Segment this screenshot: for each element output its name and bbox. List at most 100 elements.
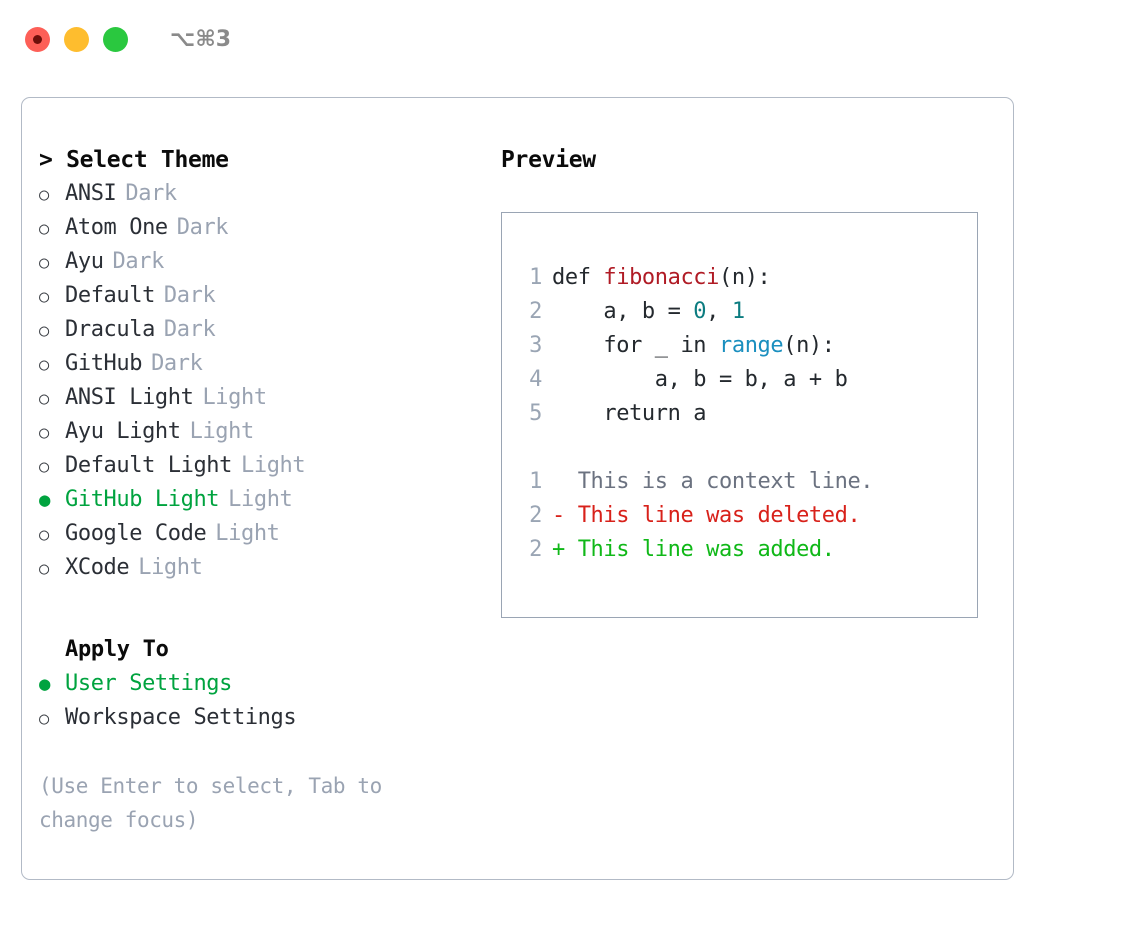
theme-option[interactable]: ○ Google Code Light [39, 517, 479, 551]
keyboard-shortcut-label: ⌥⌘3 [170, 26, 232, 52]
code-token-plain: a, b = b, a + b [552, 367, 848, 392]
radio-unselected-icon: ○ [39, 355, 49, 375]
apply-to-option[interactable]: ● User Settings [39, 667, 479, 701]
code-token-plain: def [552, 265, 604, 290]
code-token-function: fibonacci [603, 265, 719, 290]
theme-option-category: Light [138, 555, 203, 580]
code-line-number: 1 [529, 265, 542, 290]
radio-unselected-icon: ○ [39, 287, 49, 307]
radio-selected-icon: ● [39, 489, 51, 511]
select-theme-heading: > Select Theme [39, 147, 229, 173]
radio-unselected-icon: ○ [39, 185, 49, 205]
diff-marker: + [552, 537, 578, 562]
theme-option-label: GitHub Light [65, 487, 220, 512]
diff-text: This is a context line. [577, 469, 874, 494]
radio-unselected-icon: ○ [39, 389, 49, 409]
theme-option[interactable]: ○ Ayu Light Light [39, 415, 479, 449]
theme-option[interactable]: ○ ANSI Dark [39, 177, 479, 211]
theme-option-label: Ayu Light [65, 419, 181, 444]
theme-option-label: ANSI Light [65, 385, 194, 410]
radio-unselected-icon: ○ [39, 321, 49, 341]
theme-option-label: Google Code [65, 521, 207, 546]
radio-unselected-icon: ○ [39, 525, 49, 545]
radio-unselected-icon: ○ [39, 423, 49, 443]
code-line-number: 5 [529, 401, 542, 426]
theme-option-label: Atom One [65, 215, 168, 240]
theme-option-category: Light [215, 521, 280, 546]
theme-option[interactable]: ○ Atom One Dark [39, 211, 479, 245]
code-line-number: 3 [529, 333, 542, 358]
theme-option[interactable]: ○ GitHub Dark [39, 347, 479, 381]
keyboard-hint-text: (Use Enter to select, Tab to change focu… [39, 774, 382, 832]
theme-option-label: Dracula [65, 317, 155, 342]
theme-option-category: Dark [112, 249, 165, 274]
theme-option[interactable]: ● GitHub Light Light [39, 483, 479, 517]
theme-option-category: Dark [176, 215, 229, 240]
radio-unselected-icon: ○ [39, 219, 49, 239]
theme-option-category: Dark [163, 283, 216, 308]
radio-selected-icon: ● [39, 673, 51, 695]
theme-option-label: Default [65, 283, 155, 308]
maximize-button-icon[interactable] [103, 26, 128, 52]
code-diff-spacer [516, 431, 977, 465]
code-line: 3 for _ in range(n): [516, 329, 977, 363]
theme-option-label: ANSI [65, 181, 117, 206]
preview-heading: Preview [501, 147, 596, 173]
code-token-plain: (n): [719, 265, 771, 290]
code-line-number: 4 [529, 367, 542, 392]
theme-option-category: Light [202, 385, 267, 410]
theme-option-label: Ayu [65, 249, 104, 274]
theme-option[interactable]: ○ Default Light Light [39, 449, 479, 483]
code-line: 5 return a [516, 397, 977, 431]
diff-marker [552, 465, 578, 499]
theme-option-label: GitHub [65, 351, 143, 376]
code-line: 1 def fibonacci(n): [516, 261, 977, 295]
code-line: 2 a, b = 0, 1 [516, 295, 977, 329]
code-token-plain: a, b = [552, 299, 694, 324]
theme-option[interactable]: ○ Default Dark [39, 279, 479, 313]
diff-line-number: 2 [529, 537, 542, 562]
code-line: 4 a, b = b, a + b [516, 363, 977, 397]
apply-to-option[interactable]: ○Workspace Settings [39, 701, 479, 735]
diff-line-added: 2+ This line was added. [516, 533, 977, 567]
diff-line-number: 2 [529, 503, 542, 528]
theme-option-category: Dark [125, 181, 177, 206]
diff-sample: 1 This is a context line. 2- This line wa… [516, 465, 977, 567]
code-token-builtin: range [719, 333, 784, 358]
close-button-icon[interactable] [25, 26, 50, 52]
theme-option-category: Light [241, 453, 306, 478]
theme-option[interactable]: ○ ANSI Light Light [39, 381, 479, 415]
apply-to-option-label: User Settings [65, 671, 232, 696]
code-token-plain: for _ in [552, 333, 719, 358]
radio-unselected-icon: ○ [39, 253, 49, 273]
radio-unselected-icon: ○ [39, 709, 49, 729]
close-dot-inner-icon [33, 34, 42, 44]
apply-to-list: ● User Settings ○Workspace Settings [39, 667, 479, 735]
section-spacer [39, 585, 479, 633]
diff-line-context: 1 This is a context line. [516, 465, 977, 499]
diff-marker: - [552, 503, 578, 528]
window-controls [25, 26, 128, 52]
theme-option-category: Dark [151, 351, 203, 376]
theme-option[interactable]: ○ Ayu Dark [39, 245, 479, 279]
code-line-number: 2 [529, 299, 542, 324]
minimize-button-icon[interactable] [64, 26, 89, 52]
theme-option-label: XCode [65, 555, 130, 580]
theme-option-category: Light [228, 487, 293, 512]
code-token-number: 0 [693, 299, 707, 324]
radio-unselected-icon: ○ [39, 457, 49, 477]
theme-option-label: Default Light [65, 453, 232, 478]
code-token-number: 1 [731, 299, 745, 324]
diff-text: This line was deleted. [577, 503, 861, 528]
code-token-plain: (n): [783, 333, 835, 358]
theme-option-category: Light [189, 419, 255, 444]
code-token-plain: return a [552, 401, 707, 426]
